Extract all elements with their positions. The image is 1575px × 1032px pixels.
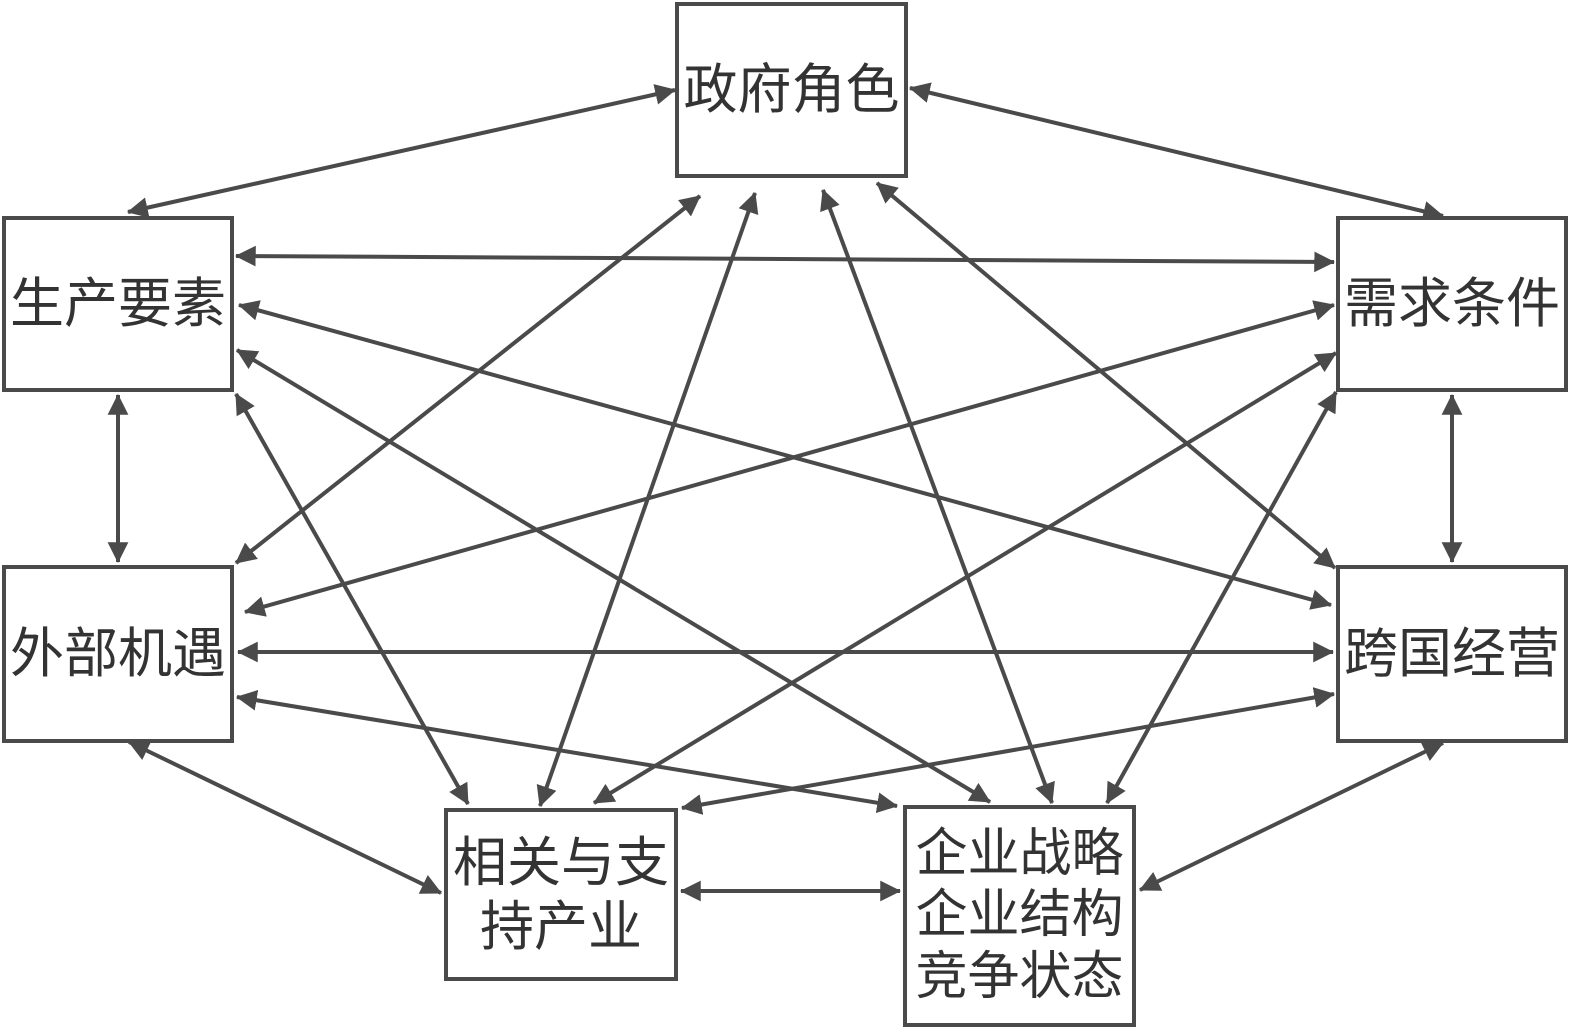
node-label-line: 企业战略: [915, 823, 1124, 884]
edge-government-demand-double-arrow: [908, 82, 1445, 222]
edge-government-multinational-double-arrow: [875, 181, 1337, 570]
edge-demand-related-double-arrow: [592, 351, 1338, 805]
edge-factors-related-double-arrow: [234, 393, 470, 805]
node-label-line: 外部机遇: [10, 622, 226, 686]
edge-layer: [107, 82, 1463, 902]
node-strategy-label: 企业战略企业结构竞争状态: [915, 824, 1123, 1008]
node-government-label: 政府角色: [684, 58, 900, 122]
node-label-line: 相关与支: [453, 830, 669, 894]
node-label-line: 持产业: [480, 894, 642, 958]
node-factors-of-production: 生产要素: [2, 216, 234, 392]
node-related-supporting-industries: 相关与支持产业: [444, 808, 678, 981]
node-label-line: 政府角色: [683, 58, 900, 122]
node-label-line: 需求条件: [1344, 272, 1560, 336]
node-factors-label: 生产要素: [10, 272, 226, 336]
edge-multinational-related-double-arrow: [680, 687, 1336, 815]
edge-factors-demand-double-arrow: [234, 245, 1336, 273]
node-label-line: 跨国经营: [1344, 622, 1560, 686]
node-demand-conditions: 需求条件: [1336, 216, 1568, 392]
edge-government-chance-double-arrow: [234, 194, 702, 565]
node-label-line: 企业结构: [915, 885, 1124, 946]
edge-multinational-strategy-double-arrow: [1139, 741, 1444, 892]
edge-chance-related-double-arrow: [128, 740, 442, 895]
node-firm-strategy-structure-rivalry: 企业战略企业结构竞争状态: [903, 805, 1136, 1027]
node-chance-label: 外部机遇: [10, 622, 226, 686]
node-multinational-operation: 跨国经营: [1336, 565, 1568, 743]
node-demand-label: 需求条件: [1344, 272, 1560, 336]
node-label-line: 竞争状态: [915, 946, 1124, 1007]
node-multinational-label: 跨国经营: [1344, 622, 1560, 686]
node-government: 政府角色: [675, 2, 908, 178]
edge-government-factors-double-arrow: [126, 84, 677, 218]
node-external-opportunity: 外部机遇: [2, 565, 234, 743]
node-related-label: 相关与支持产业: [453, 831, 669, 958]
node-label-line: 生产要素: [10, 272, 226, 336]
edge-factors-strategy-double-arrow: [235, 348, 992, 804]
